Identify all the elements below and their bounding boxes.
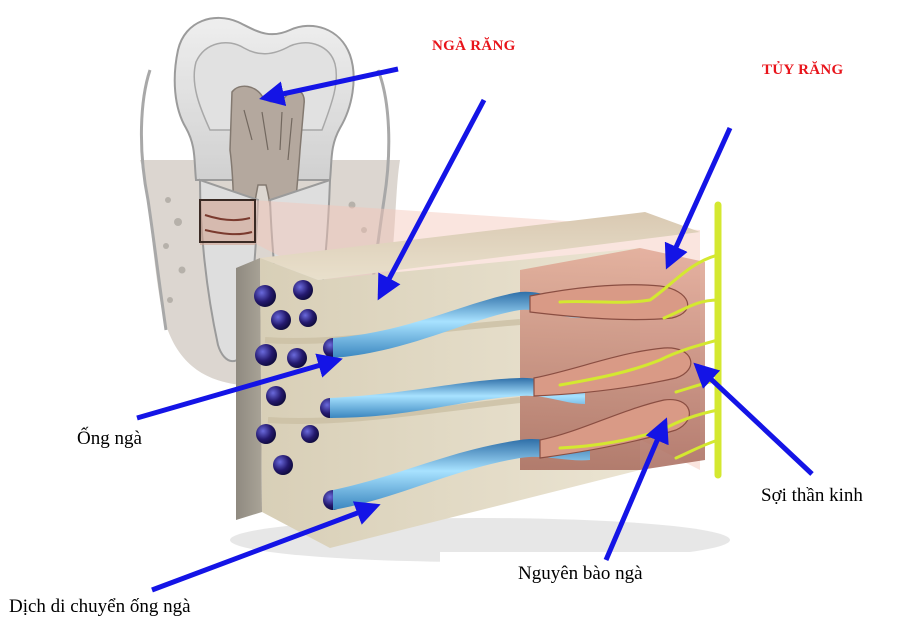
label-tuy-rang: TỦY RĂNG xyxy=(762,62,843,79)
label-nga-rang: NGÀ RĂNG xyxy=(432,38,516,55)
label-dich-di-chuyen: Dịch di chuyển ống ngà xyxy=(9,596,191,618)
label-soi-than-kinh: Sợi thần kinh xyxy=(761,485,863,507)
label-ong-nga: Ống ngà xyxy=(77,428,142,450)
label-nguyen-bao-nga: Nguyên bào ngà xyxy=(518,563,643,585)
arrow-soi-than-kinh xyxy=(697,366,812,474)
